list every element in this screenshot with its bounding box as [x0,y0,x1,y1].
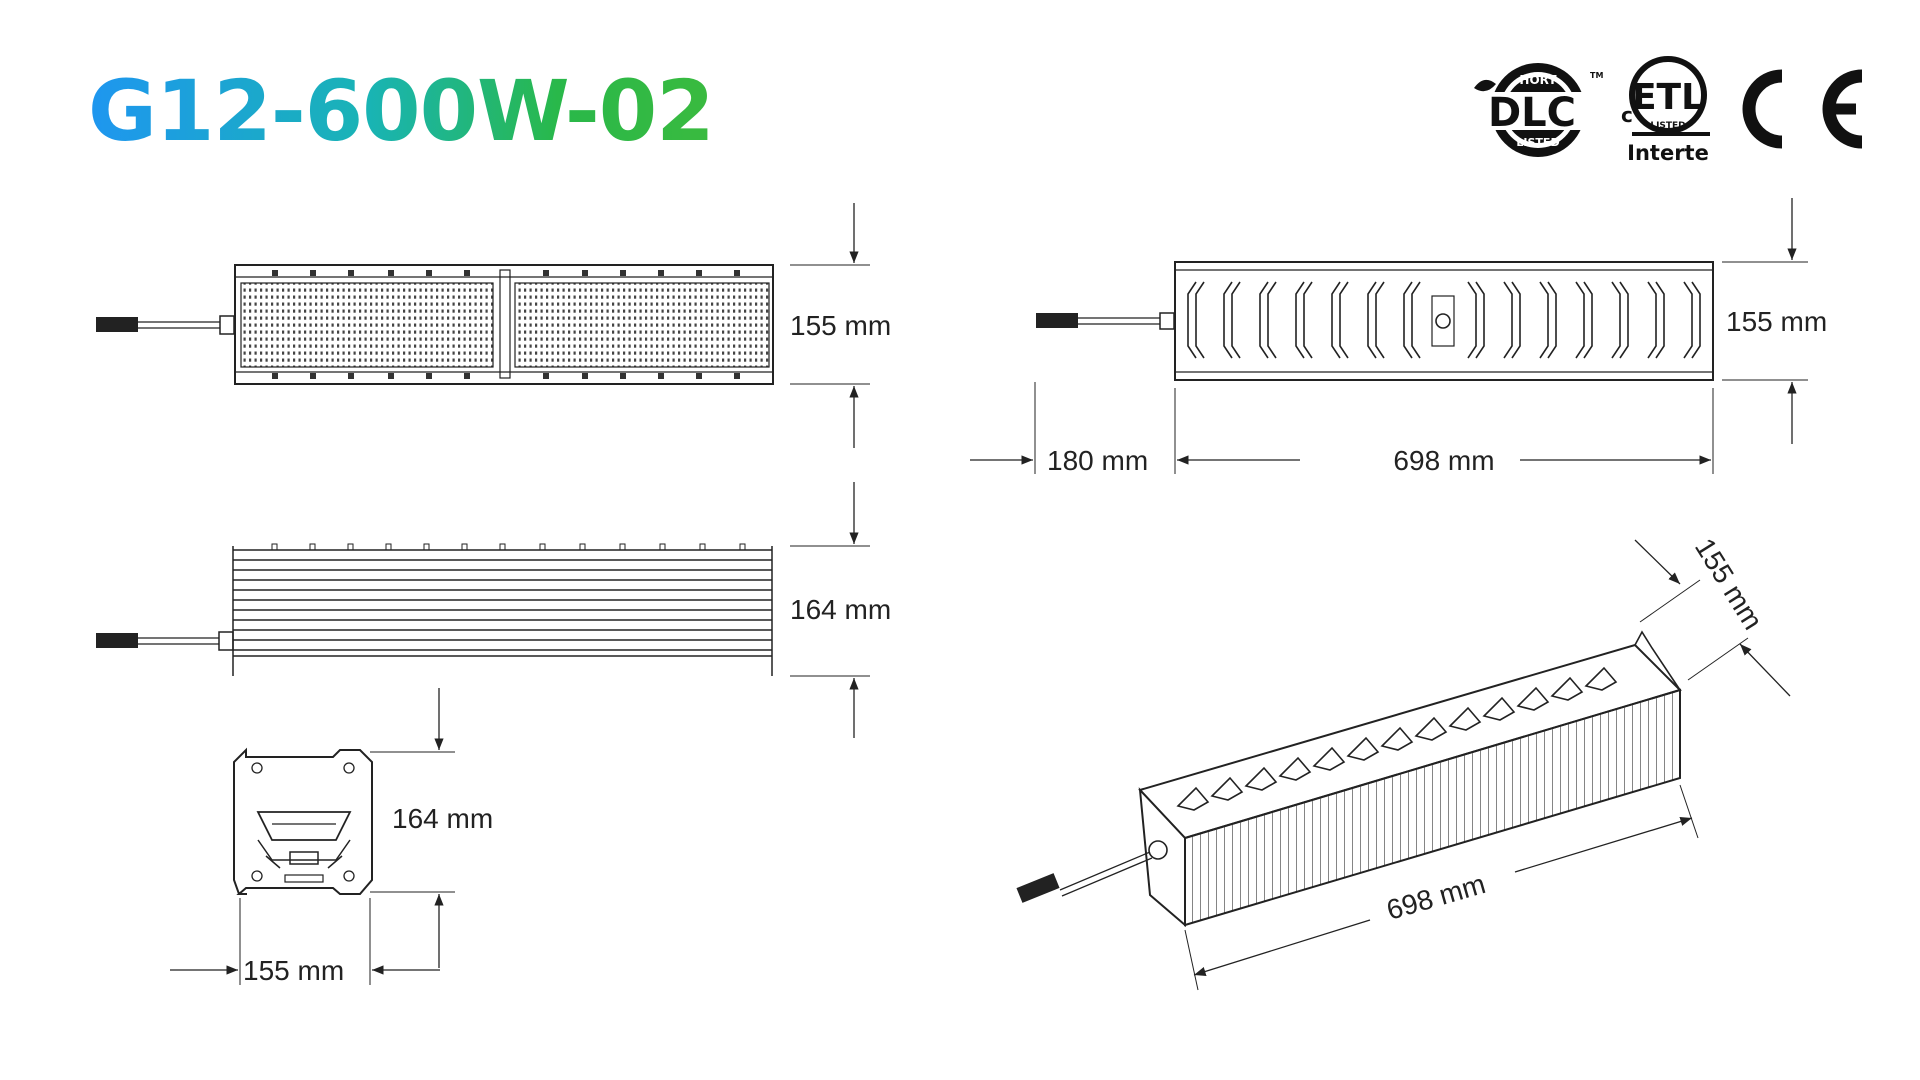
dlc-bottom-text: LISTED [1516,136,1559,149]
leaf-icon [1474,79,1496,92]
end-view-height-label: 164 mm [392,803,493,834]
svg-text:ETL: ETL [1632,77,1704,118]
back-view-height-label: 155 mm [1726,306,1827,337]
dlc-hort-logo: DLC HORT LISTED TM [1474,63,1603,157]
etl-listed-text: LISTED [1650,121,1685,131]
back-view [1036,261,1714,381]
etl-c-text: c [1621,103,1633,127]
iso-view-width-label: 155 mm [1689,533,1769,635]
end-view-width-label: 155 mm [243,955,344,986]
back-view-cable-label: 180 mm [1047,445,1148,476]
top-view [96,264,774,385]
iso-view-length-label: 698 mm [1383,868,1489,926]
side-view-height-label: 164 mm [790,594,891,625]
etl-listed-logo: ETL LISTED c Interte [1621,56,1710,165]
connector-icon [1016,873,1060,903]
side-view-height-dimension: 164 mm [790,482,891,738]
ce-mark [1742,69,1863,149]
connector-icon [1036,313,1078,328]
back-view-length-label: 698 mm [1393,445,1494,476]
connector-icon [96,633,138,648]
iso-view [1016,630,1682,928]
dlc-top-text: HORT [1519,73,1557,87]
etl-brand-text: Interte [1627,141,1709,165]
top-view-height-dimension: 155 mm [790,203,891,448]
back-view-dimensions: 155 mm 180 mm 698 mm [970,198,1827,476]
top-view-height-label: 155 mm [790,310,891,341]
dlc-text: DLC [1488,90,1576,136]
side-view [96,543,773,676]
end-view-dimensions: 164 mm 155 mm [170,688,493,986]
connector-icon [96,317,138,332]
product-title: G12-600W-02 [88,62,715,160]
dlc-tm: TM [1590,71,1603,80]
end-view [233,747,373,895]
